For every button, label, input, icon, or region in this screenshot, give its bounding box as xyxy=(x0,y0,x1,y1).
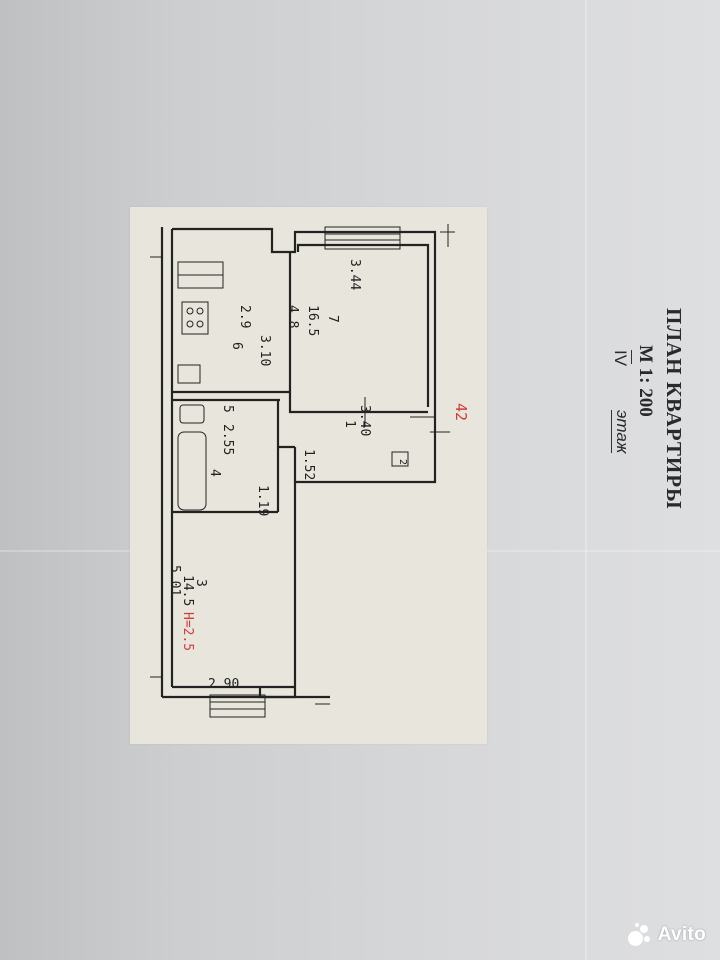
fold-line xyxy=(585,0,587,960)
room3-number: 3 xyxy=(193,579,208,587)
room7-area: 16.5 xyxy=(305,305,320,337)
floor-number: IV xyxy=(611,350,630,367)
plan-title: ПЛАН КВАРТИРЫ xyxy=(662,308,686,510)
toilet xyxy=(179,404,205,424)
room7-length: 4.8 xyxy=(285,305,300,329)
room3-length: 5.01 xyxy=(167,565,182,597)
kitchen-area: 6 xyxy=(229,342,244,350)
meter-box xyxy=(391,451,409,467)
corridor-number: 2 xyxy=(397,459,408,466)
avito-logo-icon xyxy=(626,922,652,948)
bath-dim-a: 2.55 xyxy=(220,424,235,456)
room7-number: 7 xyxy=(325,315,340,323)
wall-room7 xyxy=(288,252,428,414)
sink xyxy=(177,364,201,384)
hall-dim-b: 1.52 xyxy=(301,449,316,481)
kitchen-dim-b: 3.10 xyxy=(257,335,272,367)
stove xyxy=(181,301,209,335)
bath-dim-b: 1.19 xyxy=(255,485,270,517)
bath-area: 4 xyxy=(207,469,222,477)
room3-width: 2.90 xyxy=(208,677,240,692)
window-top xyxy=(324,226,401,250)
room7-width: 3.44 xyxy=(347,259,362,291)
wall-right xyxy=(258,467,437,699)
wall-top xyxy=(172,227,437,467)
plan-scale: М 1: 200 xyxy=(635,345,656,417)
room3-area: 14.5 xyxy=(180,575,195,607)
apartment-number: 42 xyxy=(452,403,470,422)
floor-label: этаж xyxy=(611,410,632,454)
bathtub xyxy=(177,431,207,511)
floor-plan-drawing xyxy=(150,224,455,718)
avito-text: Avito xyxy=(657,924,706,945)
ceiling-height: H=2.5 xyxy=(180,612,195,652)
kitchen-dim-a: 2.9 xyxy=(237,305,252,329)
plan-header: ПЛАН КВАРТИРЫ М 1: 200 IV этаж xyxy=(600,250,690,590)
window-bottom xyxy=(209,694,266,718)
hall-dim-a: 3.40 xyxy=(357,405,372,437)
hall-number: 1 xyxy=(342,420,357,428)
toilet-number: 5 xyxy=(220,405,235,413)
floor-plan: 3.44 7 16.5 4.8 2.9 3.10 6 3.40 1 1.52 2… xyxy=(130,207,487,744)
avito-watermark: Avito xyxy=(626,922,706,948)
